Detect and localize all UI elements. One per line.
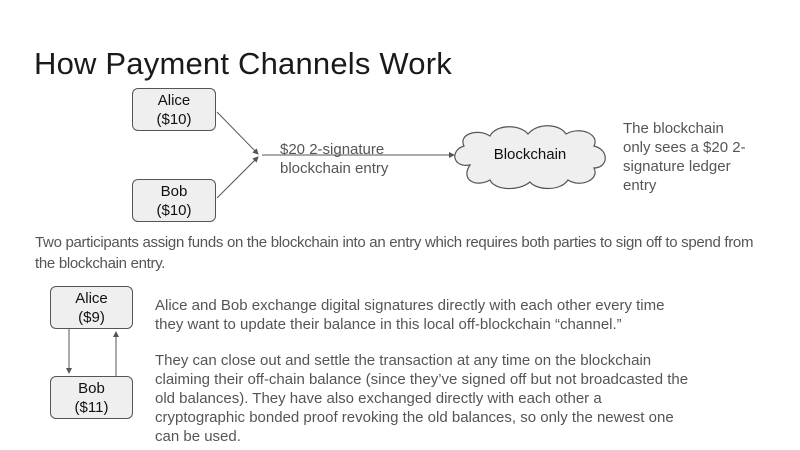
alice-balance: ($10)	[156, 110, 192, 128]
arrow-alice-to-entry	[216, 111, 259, 155]
bob-balance: ($11)	[74, 398, 109, 416]
entry-label-line-2: blockchain entry	[280, 160, 389, 177]
side-note-line: only sees a $20 2-	[623, 139, 746, 156]
blockchain-cloud	[454, 125, 606, 190]
side-note-line: signature ledger	[623, 158, 731, 175]
alice-name: Alice	[75, 289, 108, 307]
alice-box-bottom: Alice ($9)	[50, 286, 133, 329]
blockchain-label: Blockchain	[493, 146, 567, 163]
alice-balance: ($9)	[78, 308, 105, 326]
bob-name: Bob	[160, 182, 188, 200]
bob-balance: ($10)	[156, 201, 192, 219]
side-note: The blockchain only sees a $20 2- signat…	[623, 119, 746, 195]
arrow-bob-to-entry	[216, 156, 259, 199]
explanation-text: Two participants assign funds on the blo…	[35, 234, 754, 272]
channel-paragraph: Alice and Bob exchange digital signature…	[155, 297, 665, 333]
alice-box-top: Alice ($10)	[132, 88, 216, 131]
slide-title: How Payment Channels Work	[34, 46, 452, 81]
bob-name: Bob	[78, 379, 105, 397]
entry-label-line-1: $20 2-signature	[280, 141, 385, 158]
bob-box-bottom: Bob ($11)	[50, 376, 133, 419]
side-note-line: The blockchain	[623, 120, 724, 137]
alice-name: Alice	[157, 91, 191, 109]
bob-box-top: Bob ($10)	[132, 179, 216, 222]
side-note-line: entry	[623, 177, 657, 194]
entry-label: $20 2-signature blockchain entry	[280, 140, 388, 178]
settlement-paragraph: They can close out and settle the transa…	[155, 352, 689, 445]
